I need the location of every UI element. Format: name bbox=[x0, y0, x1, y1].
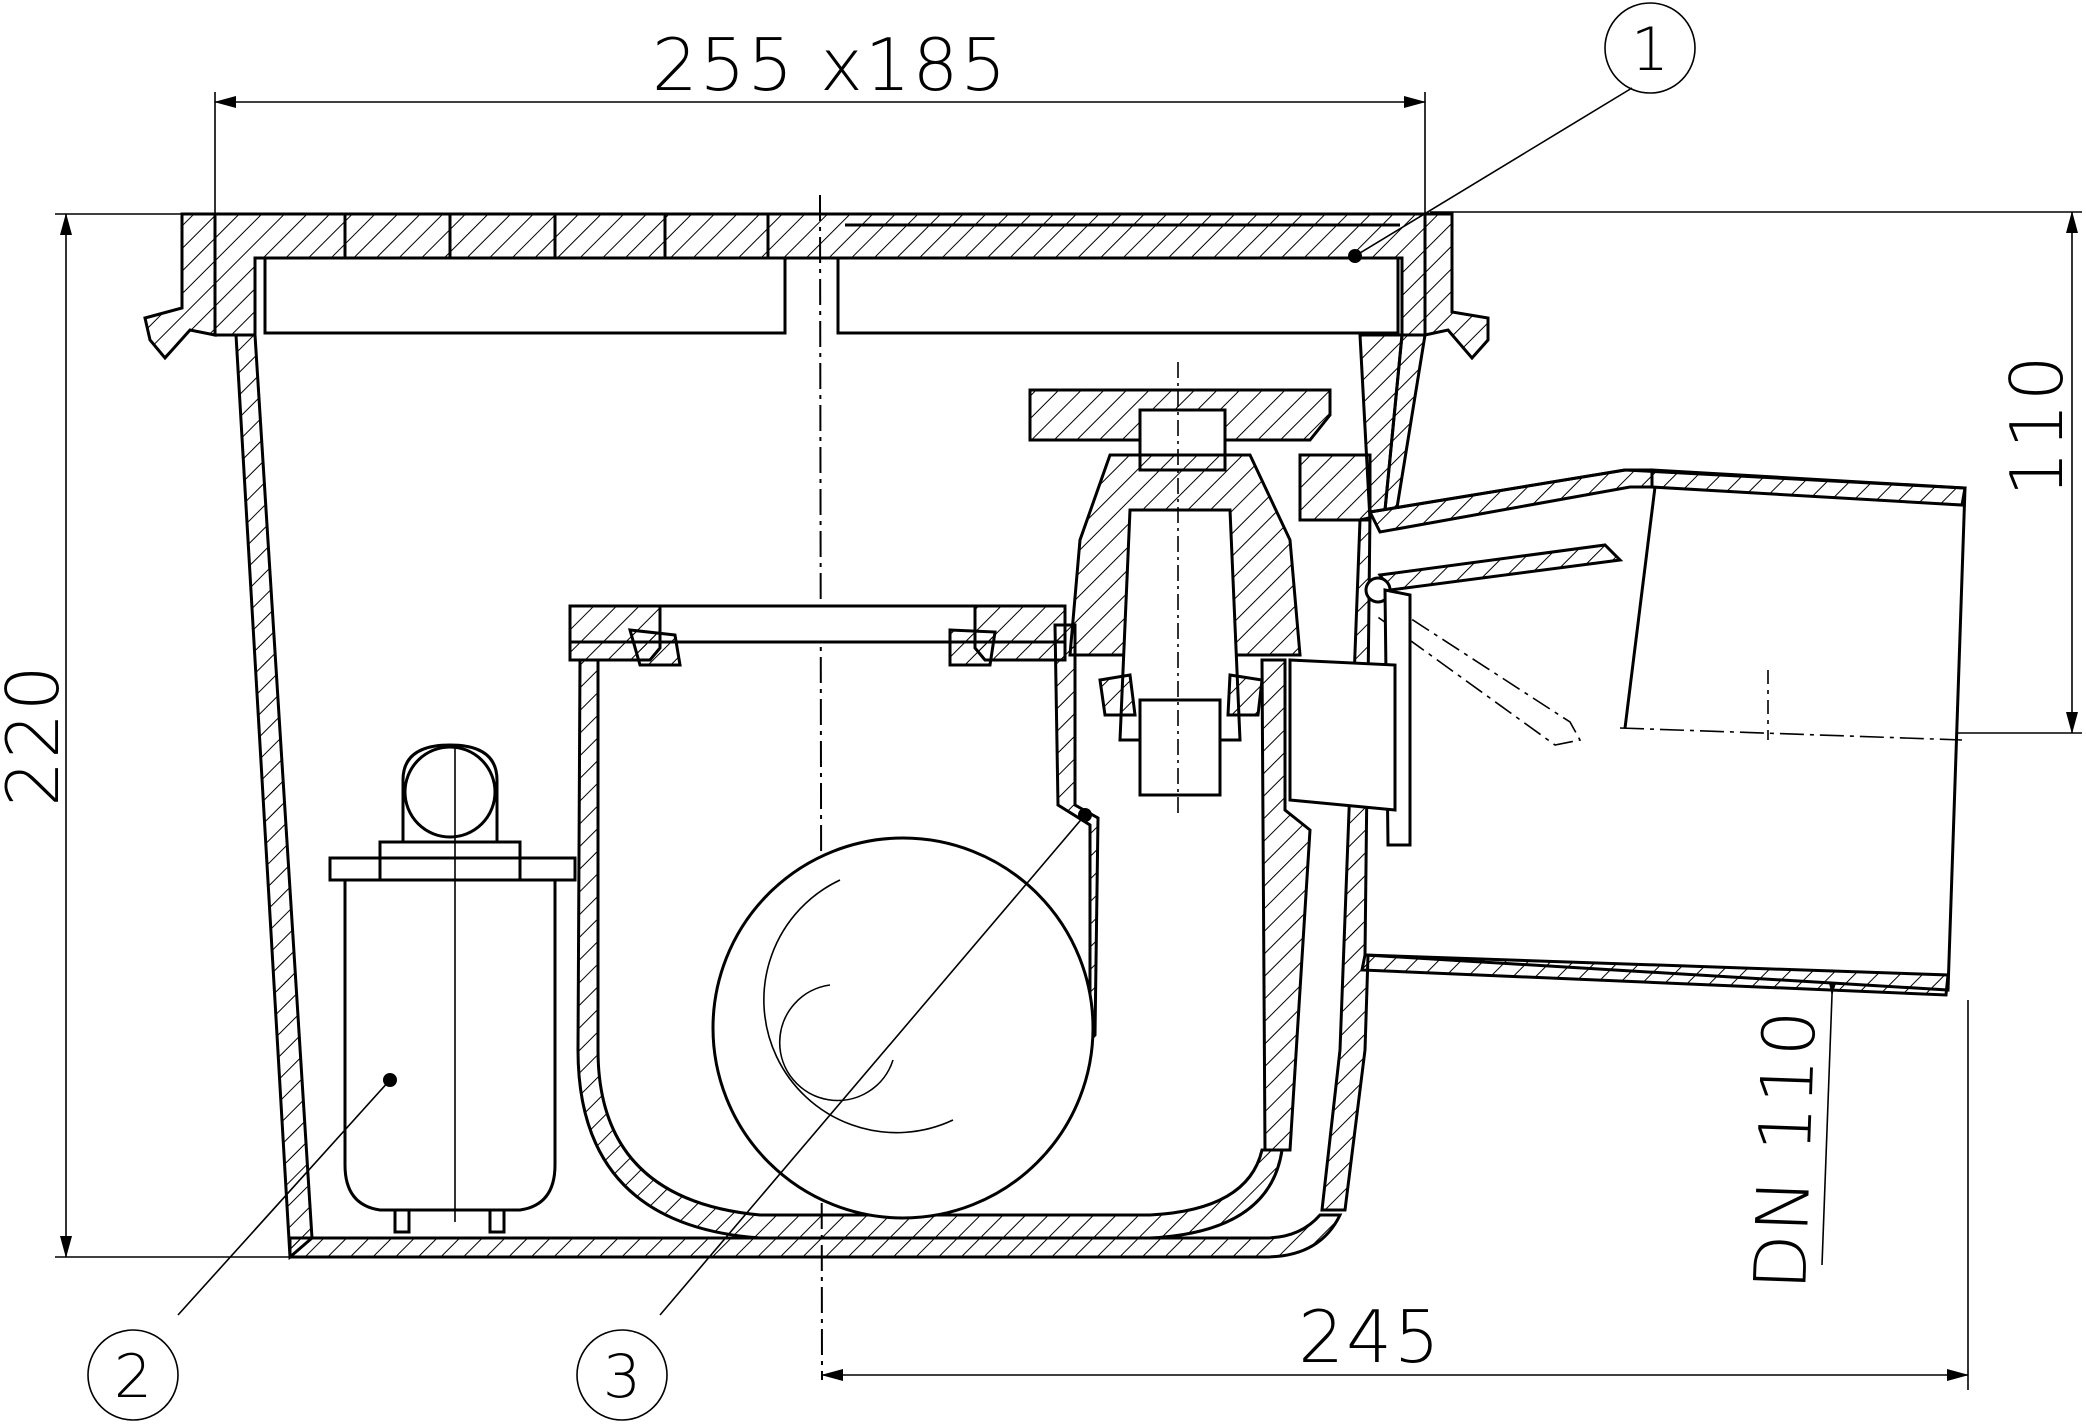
callout-2: 2 bbox=[87, 1329, 179, 1421]
callout-3: 3 bbox=[576, 1329, 668, 1421]
callout-1-label: 1 bbox=[1631, 15, 1669, 85]
dimension-height-total: 220 bbox=[0, 213, 290, 1258]
callout-1: 1 bbox=[1604, 2, 1696, 94]
callout-2-label: 2 bbox=[114, 1342, 152, 1412]
dim-outlet-height-label: 110 bbox=[1995, 353, 2079, 496]
dim-dn-label: DN 110 bbox=[1738, 1007, 1832, 1291]
dimension-outlet-length: 245 bbox=[821, 1000, 1969, 1390]
dimension-top-width: 255 x185 bbox=[214, 23, 1426, 215]
callout-leaders bbox=[177, 87, 1633, 1316]
outlet-pipe bbox=[1360, 468, 1967, 997]
grating-frame bbox=[143, 212, 1490, 361]
dim-top-width-label: 255 x185 bbox=[652, 23, 1008, 107]
valve-assembly bbox=[1028, 362, 1397, 815]
dim-height-label: 220 bbox=[0, 663, 75, 806]
dim-outlet-length-label: 245 bbox=[1298, 1295, 1441, 1379]
centerline bbox=[819, 194, 823, 1381]
odour-trap-cartridge bbox=[328, 743, 577, 1234]
callout-3-label: 3 bbox=[603, 1342, 641, 1412]
